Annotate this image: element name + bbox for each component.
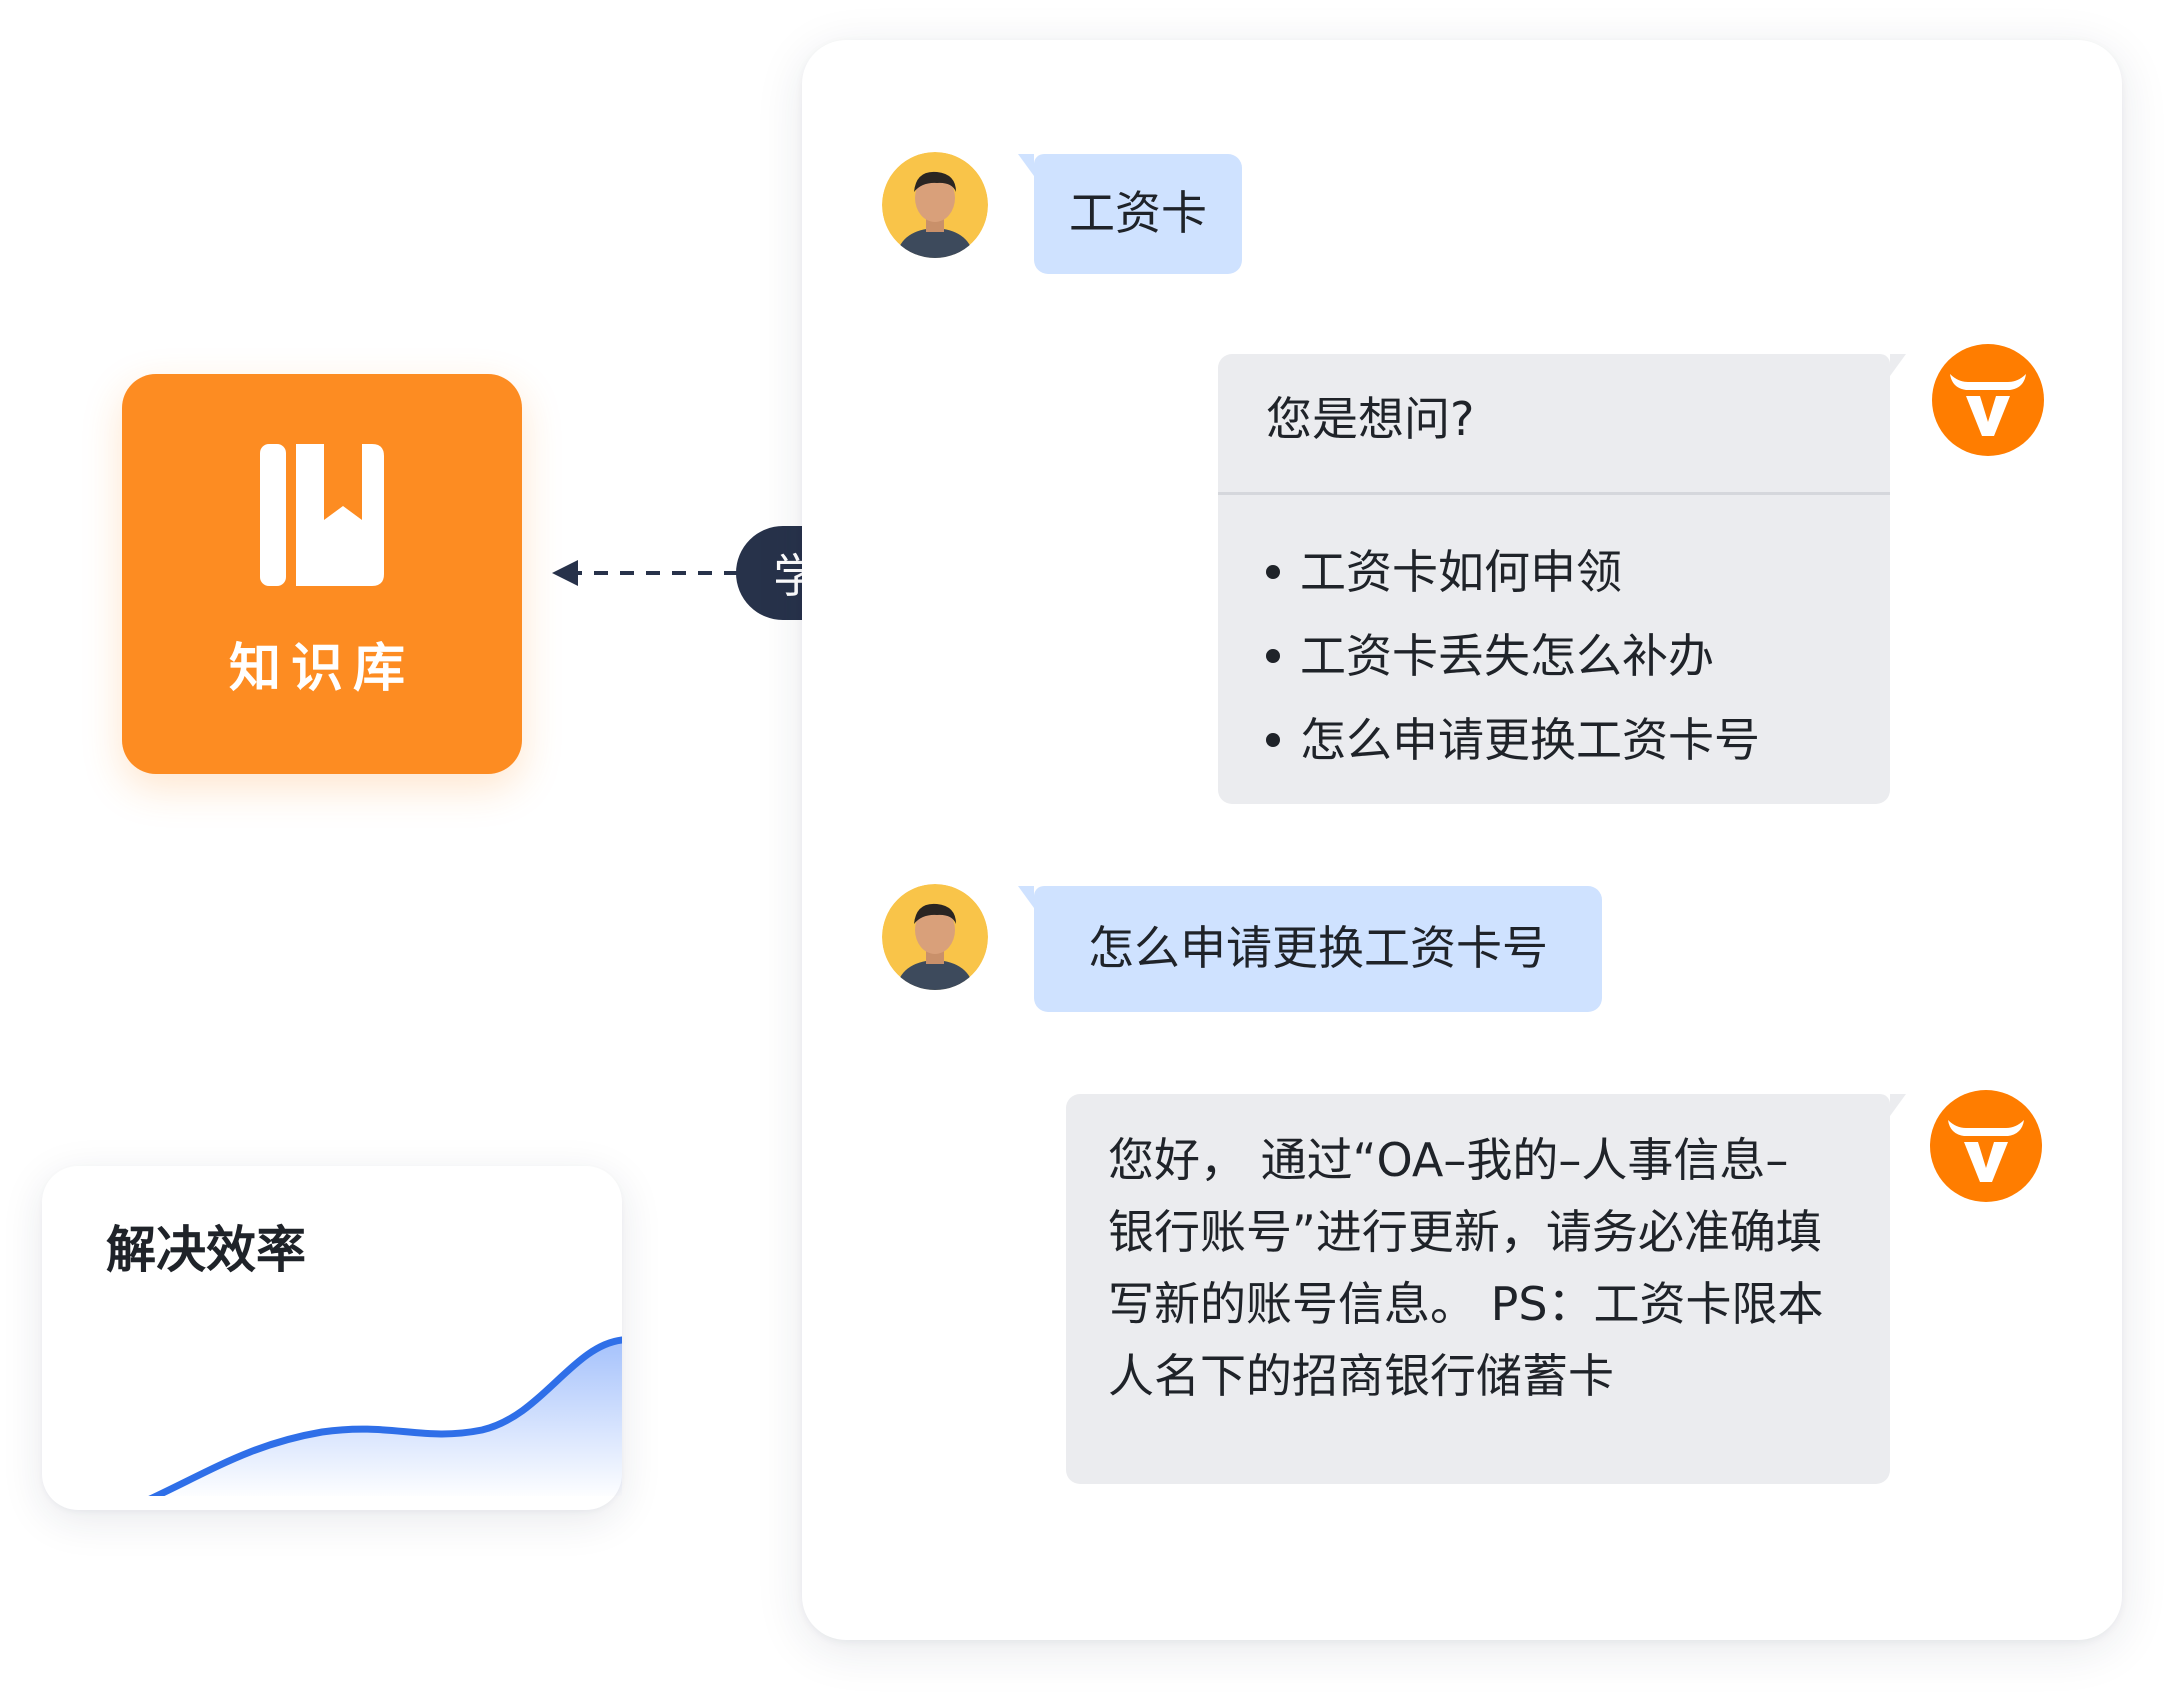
user-message-bubble: 怎么申请更换工资卡号 bbox=[1018, 886, 1602, 1012]
efficiency-card: 解决效率 bbox=[42, 1166, 622, 1510]
bot-answer-bubble: 您好， 通过“OA–我的–人事信息– 银行账号”进行更新，请务必准确填 写新的账… bbox=[1066, 1094, 1906, 1484]
answer-line: 银行账号”进行更新，请务必准确填 bbox=[1108, 1205, 1822, 1259]
user-avatar bbox=[882, 152, 988, 258]
knowledge-base-tile[interactable]: 知识库 bbox=[122, 374, 522, 774]
suggestion-title: 您是想问? bbox=[1266, 392, 1475, 446]
knowledge-base-label: 知识库 bbox=[228, 639, 415, 699]
user-message-text: 怎么申请更换工资卡号 bbox=[1088, 921, 1548, 976]
trend-line bbox=[148, 1336, 622, 1496]
chat-panel: 工资卡 您是想问? 工资卡如何申领 工资卡丢失怎么补办 怎么申请更换工资卡号 bbox=[802, 40, 2122, 1640]
bullet-icon bbox=[1266, 732, 1280, 747]
suggestion-item[interactable]: 工资卡丢失怎么补办 bbox=[1266, 614, 1760, 698]
suggestion-list: 工资卡如何申领 工资卡丢失怎么补办 怎么申请更换工资卡号 bbox=[1266, 530, 1760, 782]
bot-suggestion-bubble: 您是想问? 工资卡如何申领 工资卡丢失怎么补办 怎么申请更换工资卡号 bbox=[1218, 354, 1906, 804]
bot-answer-text: 您好， 通过“OA–我的–人事信息– 银行账号”进行更新，请务必准确填 写新的账… bbox=[1108, 1124, 1868, 1412]
suggestion-item[interactable]: 怎么申请更换工资卡号 bbox=[1266, 698, 1760, 782]
answer-line: 人名下的招商银行储蓄卡 bbox=[1108, 1349, 1614, 1403]
book-bookmark-icon bbox=[260, 444, 384, 586]
bullet-icon bbox=[1266, 564, 1280, 579]
arrow-left-icon bbox=[552, 560, 578, 586]
suggestion-item[interactable]: 工资卡如何申领 bbox=[1266, 530, 1760, 614]
divider bbox=[1218, 492, 1890, 495]
answer-line: 您好， 通过“OA–我的–人事信息– bbox=[1108, 1133, 1789, 1187]
bullet-icon bbox=[1266, 648, 1280, 663]
user-message-text: 工资卡 bbox=[1069, 186, 1207, 241]
user-message-bubble: 工资卡 bbox=[1018, 154, 1242, 274]
bot-logo-icon bbox=[1930, 1090, 2042, 1202]
answer-line: 写新的账号信息。 PS：工资卡限本 bbox=[1108, 1277, 1824, 1331]
efficiency-trend-chart bbox=[102, 1256, 622, 1496]
trend-area bbox=[148, 1340, 622, 1496]
efficiency-title: 解决效率 bbox=[106, 1221, 306, 1279]
bot-logo-icon bbox=[1932, 344, 2044, 456]
user-avatar bbox=[882, 884, 988, 990]
